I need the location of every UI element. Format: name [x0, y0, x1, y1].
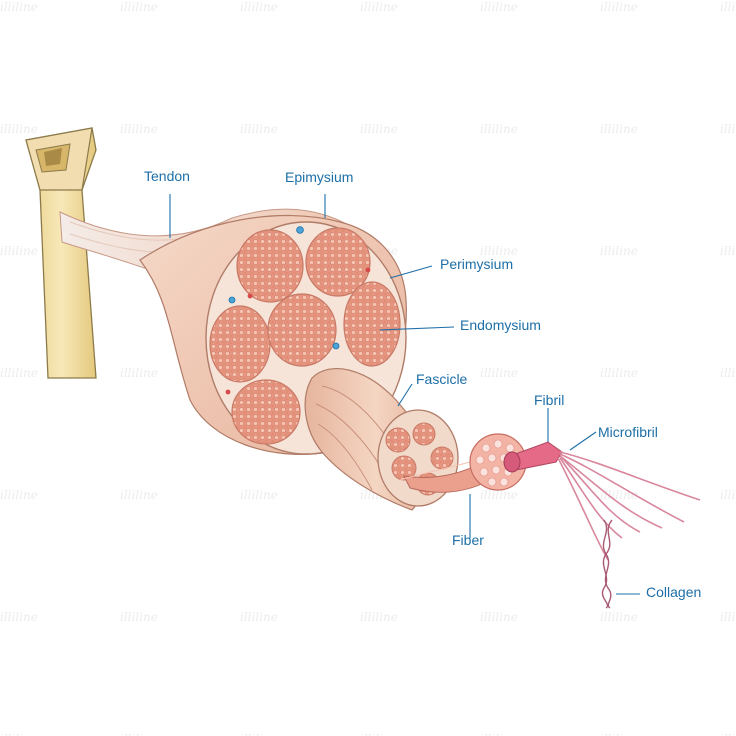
leader-lines — [169, 194, 640, 595]
fibril-cross-section — [469, 433, 527, 491]
perimysium-label: Perimysium — [440, 256, 514, 272]
fibril-label: Fibril — [534, 392, 565, 408]
fascicle-5 — [343, 281, 401, 367]
fibril — [503, 441, 563, 473]
fascicle-2 — [305, 227, 371, 297]
collagen-label: Collagen — [646, 584, 702, 600]
fascicle-4 — [267, 293, 337, 367]
endomysium-label: Endomysium — [460, 317, 541, 333]
tendon-label: Tendon — [144, 168, 190, 184]
fascicles-cross-section — [209, 226, 401, 445]
fascicle-6 — [231, 379, 301, 445]
microfibrils — [557, 451, 701, 561]
fascicle-1 — [236, 229, 304, 303]
fascicle-3 — [209, 305, 271, 383]
fiber-label: Fiber — [452, 532, 484, 548]
bone — [25, 127, 97, 379]
collagen-helix — [601, 519, 613, 609]
epimysium-label: Epimysium — [285, 169, 354, 185]
fascicle-label: Fascicle — [416, 371, 468, 387]
fascicle-bundle — [304, 367, 459, 511]
microfibril-label: Microfibril — [598, 424, 658, 440]
